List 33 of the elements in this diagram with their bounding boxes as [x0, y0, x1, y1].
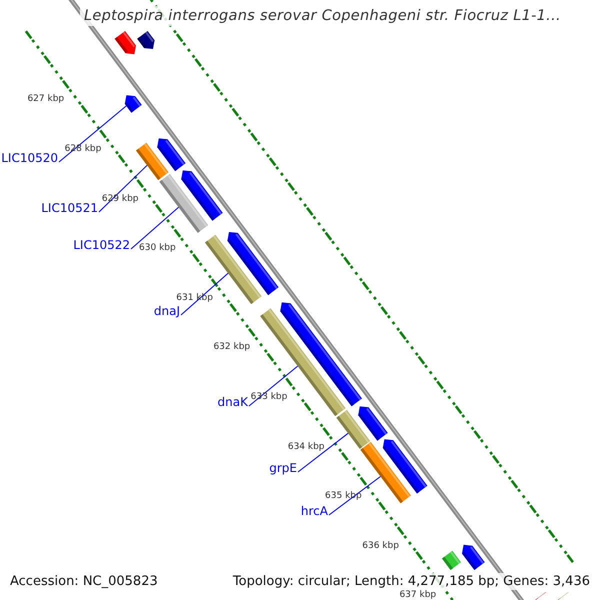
gene-feature: [137, 31, 155, 49]
gene-feature: [462, 544, 485, 570]
scale-label: 630 kbp: [139, 243, 176, 254]
gene-feature: [360, 442, 411, 504]
gene-feature: [114, 31, 136, 54]
gene-label: LIC10522: [73, 238, 130, 252]
gene-label: LIC10521: [41, 201, 98, 215]
scale-label: 634 kbp: [288, 442, 325, 452]
leader-line: [130, 206, 180, 250]
leader-line: [58, 105, 127, 162]
leader-line: [98, 164, 148, 212]
gene-label: LIC10520: [1, 151, 58, 165]
genome-summary-text: Topology: circular; Length: 4,277,185 bp; Genes: 3,436: [230, 573, 592, 590]
gene-feature: [136, 142, 169, 180]
leader-line: [180, 272, 229, 316]
gene-label: hrcA: [300, 504, 328, 518]
scale-label: 632 kbp: [213, 342, 250, 352]
gene-label: dnaK: [218, 395, 248, 409]
leader-line: [298, 432, 349, 472]
gene-feature: [536, 592, 546, 600]
scale-label: 627 kbp: [27, 94, 64, 104]
accession-text: Accession: NC_005823: [8, 573, 160, 590]
gene-feature: [124, 95, 142, 113]
leader-line: [248, 366, 298, 406]
gene-feature: [159, 174, 208, 233]
leader-line: [328, 476, 381, 516]
gene-feature: [442, 550, 461, 570]
scale-label: 637 kbp: [399, 590, 436, 600]
gene-label: dnaJ: [154, 304, 180, 318]
gene-feature: [558, 592, 568, 600]
scale-label: 636 kbp: [362, 540, 399, 551]
gene-label: grpE: [269, 461, 297, 475]
gene-feature: [336, 410, 370, 449]
